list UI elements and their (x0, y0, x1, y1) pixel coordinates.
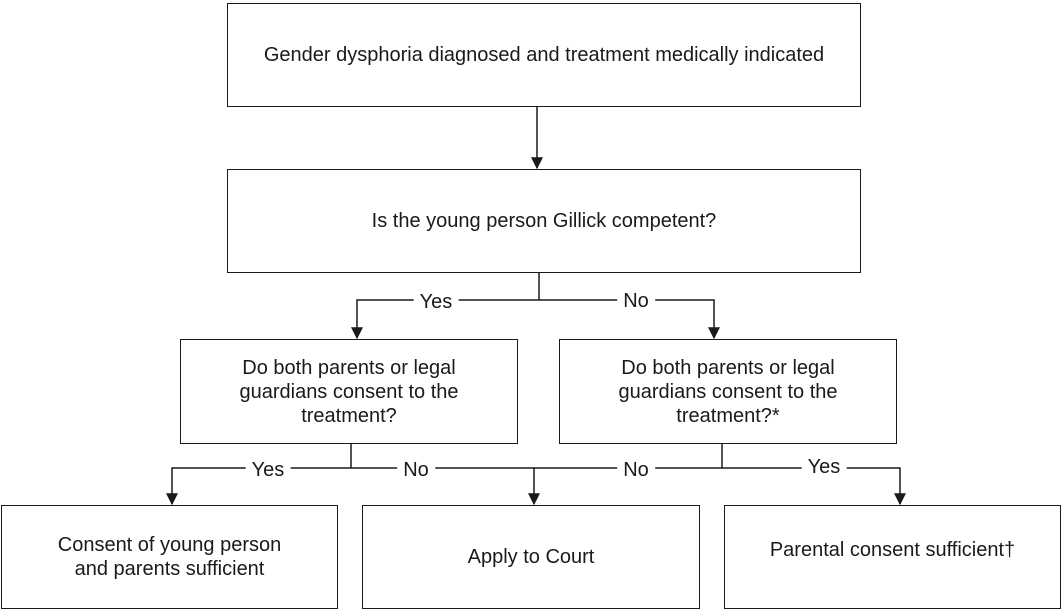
edge-right-yes (722, 467, 906, 506)
label-gillick-no: No (617, 290, 655, 312)
label-gillick-yes: Yes (413, 291, 459, 313)
node-diagnosis-text: Gender dysphoria diagnosed and treatment… (263, 44, 825, 66)
edge-gillick-yes (351, 299, 539, 340)
node-outcome-court-text: Apply to Court (467, 546, 595, 568)
node-consent-left-text: Do both parents or legal guardians conse… (239, 356, 459, 427)
node-outcome-both: Consent of young person and parents suff… (1, 505, 338, 609)
node-consent-left: Do both parents or legal guardians conse… (180, 339, 518, 444)
edge-gillick-no (539, 299, 720, 340)
node-outcome-parental-text: Parental consent sufficient† (769, 539, 1016, 561)
node-diagnosis: Gender dysphoria diagnosed and treatment… (227, 3, 861, 107)
node-outcome-both-text: Consent of young person and parents suff… (57, 534, 282, 580)
node-outcome-parental: Parental consent sufficient† (724, 505, 1061, 609)
label-right-no: No (617, 459, 655, 481)
node-outcome-court: Apply to Court (362, 505, 700, 609)
label-left-yes: Yes (245, 459, 291, 481)
edge-left-yes (166, 467, 351, 506)
node-consent-right-text: Do both parents or legal guardians conse… (618, 356, 838, 427)
node-gillick-text: Is the young person Gillick competent? (371, 210, 717, 232)
label-left-no: No (397, 459, 435, 481)
edge-left-no (351, 467, 540, 506)
node-gillick: Is the young person Gillick competent? (227, 169, 861, 273)
label-right-yes: Yes (801, 456, 847, 478)
node-consent-right: Do both parents or legal guardians conse… (559, 339, 897, 444)
